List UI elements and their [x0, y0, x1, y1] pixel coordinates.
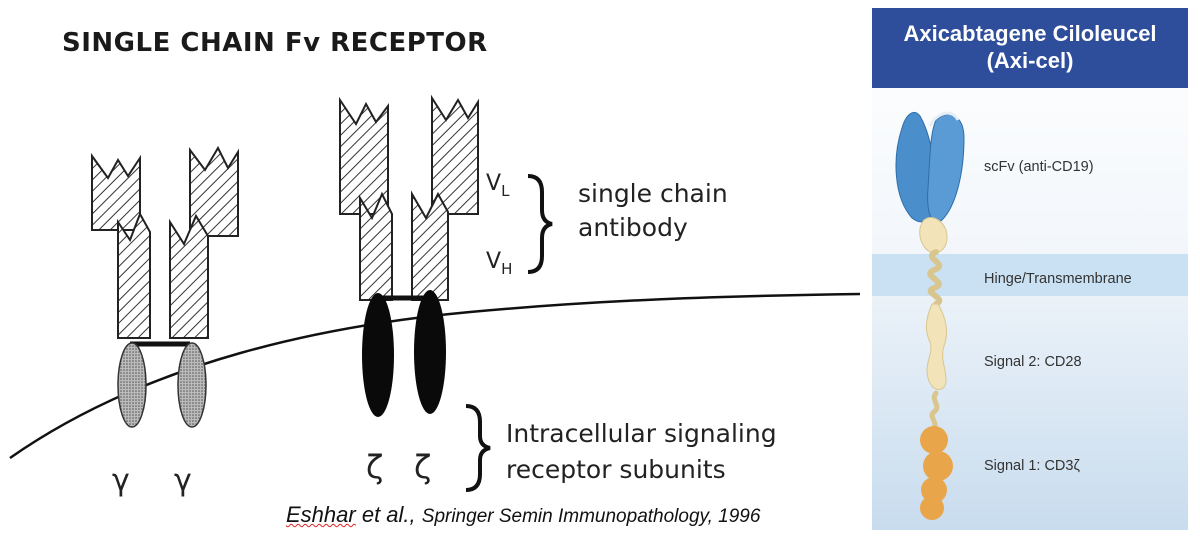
signal2-label: Signal 2: CD28 [984, 354, 1082, 370]
car-construct-illustration [895, 111, 965, 520]
citation-journal: Springer Semin Immunopathology, 1996 [421, 506, 761, 527]
antibody-label-line2: antibody [578, 213, 688, 242]
single-chain-fv-receptor-diagram: γ γ ζ ζ VL VH single chain antibody Intr… [9, 94, 860, 498]
hinge-domain [919, 217, 948, 254]
hinge-label: Hinge/Transmembrane [984, 271, 1132, 287]
zeta-label-1: ζ [366, 448, 383, 486]
transmembrane-helix [927, 249, 943, 307]
zeta-label-2: ζ [414, 448, 431, 486]
antibody-label-line1: single chain [578, 179, 728, 208]
vh-label: VH [486, 249, 512, 278]
zeta-receptor [339, 94, 479, 417]
antibody-brace [527, 174, 553, 274]
membrane-band [872, 254, 1188, 296]
scfv-label: scFv (anti-CD19) [984, 159, 1094, 175]
signaling-label-line1: Intracellular signaling [506, 419, 777, 448]
vl-label: VL [486, 171, 510, 200]
gamma-label-1: γ [112, 463, 130, 498]
citation-etal: et al., [355, 502, 422, 527]
axicel-panel: Axicabtagene Ciloleucel (Axi-cel) scFv (… [872, 8, 1188, 530]
diagram-title: SINGLE CHAIN Fv RECEPTOR [62, 28, 488, 58]
gamma-label-2: γ [174, 463, 192, 498]
signal1-label: Signal 1: CD3ζ [984, 458, 1080, 474]
panel-header: Axicabtagene Ciloleucel (Axi-cel) [872, 8, 1188, 88]
cd3z-domain [920, 426, 953, 520]
scfv-domain [895, 111, 965, 223]
signaling-brace [465, 404, 491, 492]
panel-header-line1: Axicabtagene Ciloleucel [903, 21, 1157, 46]
gamma-receptor [91, 145, 239, 428]
citation-author: Eshhar [286, 502, 356, 527]
signaling-label-line2: receptor subunits [506, 455, 726, 484]
cd28-domain [925, 303, 947, 390]
citation: Eshhar et al., Springer Semin Immunopath… [286, 502, 760, 528]
panel-header-line2: (Axi-cel) [986, 48, 1074, 73]
